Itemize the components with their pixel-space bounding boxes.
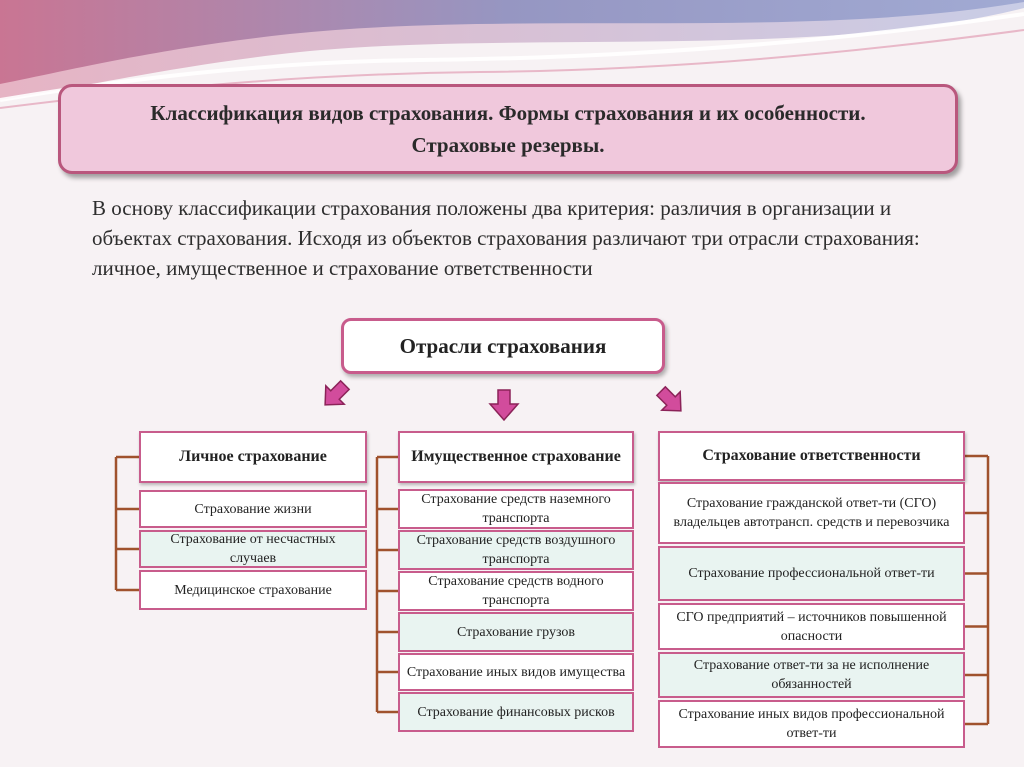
- list-item: Страхование профессиональной ответ-ти: [658, 546, 965, 601]
- intro-paragraph: В основу классификации страхования полож…: [92, 196, 920, 280]
- column-header: Личное страхование: [139, 431, 367, 483]
- list-item: Страхование от несчастных случаев: [139, 530, 367, 568]
- column-header: Имущественное страхование: [398, 431, 634, 483]
- arrow-down-left-icon: [324, 379, 351, 406]
- column-header: Страхование ответственности: [658, 431, 965, 481]
- list-item: Страхование иных видов профессиональной …: [658, 700, 965, 748]
- arrow-down-right-icon: [655, 385, 682, 412]
- list-item: Страхование жизни: [139, 490, 367, 528]
- list-item: СГО предприятий – источников повышенной …: [658, 603, 965, 650]
- arrow-down-icon: [488, 389, 520, 422]
- list-item: Страхование финансовых рисков: [398, 692, 634, 732]
- list-item: Страхование гражданской ответ-ти (СГО) в…: [658, 482, 965, 544]
- slide-title: Классификация видов страхования. Формы с…: [58, 84, 958, 174]
- list-item: Страхование средств водного транспорта: [398, 571, 634, 611]
- list-item: Страхование ответ-ти за не исполнение об…: [658, 652, 965, 698]
- list-item: Страхование средств воздушного транспорт…: [398, 530, 634, 570]
- list-item: Медицинское страхование: [139, 570, 367, 610]
- list-item: Страхование средств наземного транспорта: [398, 489, 634, 529]
- branches-box: Отрасли страхования: [341, 318, 665, 374]
- list-item: Страхование грузов: [398, 612, 634, 652]
- list-item: Страхование иных видов имущества: [398, 653, 634, 691]
